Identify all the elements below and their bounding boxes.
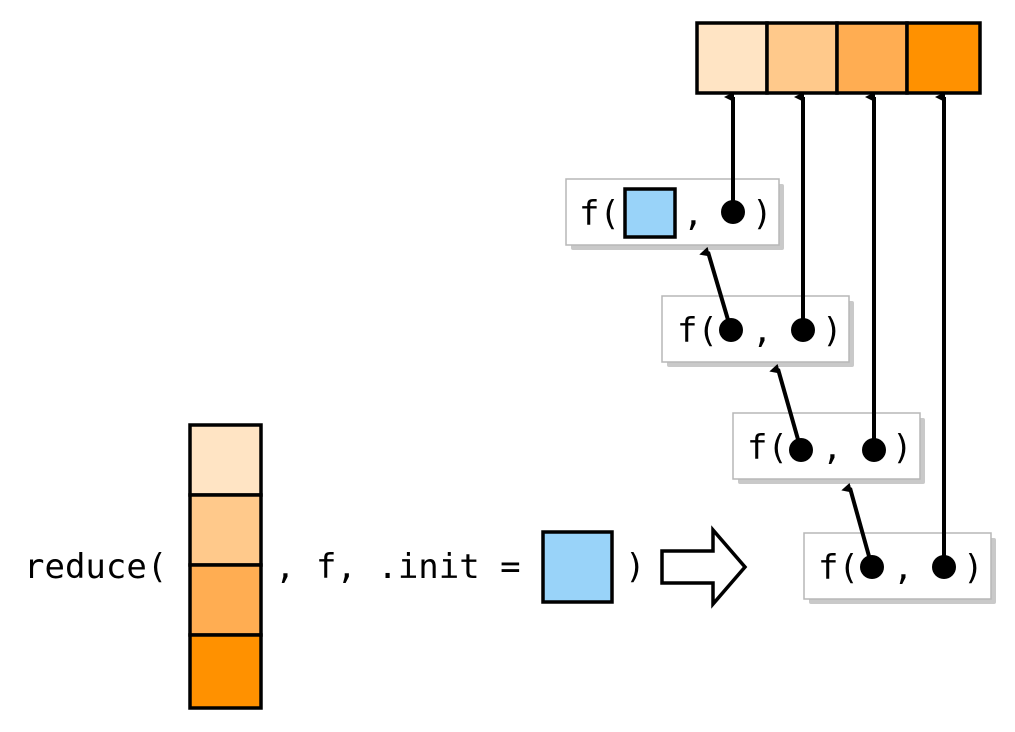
input-cell-4 — [188, 633, 263, 710]
step-1-init-square — [623, 187, 677, 239]
step-3-close: ) — [892, 428, 912, 468]
step-1: f( , ) — [565, 178, 784, 250]
up-arrow-icon — [699, 246, 733, 331]
step-3-open: f( — [747, 428, 788, 468]
output-vector — [695, 21, 982, 95]
right-outline-arrow-icon — [660, 525, 748, 609]
step-3-comma: , — [822, 428, 842, 468]
step-2: f( , ) — [661, 295, 854, 367]
input-vector — [188, 423, 263, 710]
call-middle: , f, .init = — [275, 547, 521, 587]
step-1-open: f( — [579, 194, 620, 234]
step-3-frame — [732, 412, 921, 480]
output-cell-4 — [905, 21, 982, 95]
output-cell-3 — [835, 21, 909, 95]
call-prefix: reduce( — [24, 547, 167, 587]
input-cell-3 — [188, 563, 263, 637]
output-arrows — [724, 92, 946, 567]
reduce-call: reduce( , f, .init = ) — [24, 423, 748, 710]
input-cell-1 — [188, 423, 263, 497]
input-cell-2 — [188, 493, 263, 567]
up-arrow-icon — [841, 482, 874, 568]
step-2-open: f( — [677, 311, 718, 351]
step-4-open: f( — [818, 548, 859, 588]
step-3: f( , ) — [732, 412, 925, 484]
step-4: f( , ) — [803, 532, 996, 604]
accumulator-arrows — [699, 246, 874, 568]
call-suffix: ) — [625, 547, 645, 587]
step-1-close: ) — [752, 194, 772, 234]
step-1-comma: , — [683, 194, 703, 234]
step-2-close: ) — [822, 311, 842, 351]
up-arrow-icon — [769, 363, 803, 451]
step-4-close: ) — [963, 548, 983, 588]
output-cell-2 — [765, 21, 839, 95]
step-4-comma: , — [893, 548, 913, 588]
step-2-comma: , — [752, 311, 772, 351]
step-2-frame — [661, 295, 850, 363]
step-4-frame — [803, 532, 992, 600]
init-square — [541, 530, 614, 604]
output-cell-1 — [695, 21, 769, 95]
